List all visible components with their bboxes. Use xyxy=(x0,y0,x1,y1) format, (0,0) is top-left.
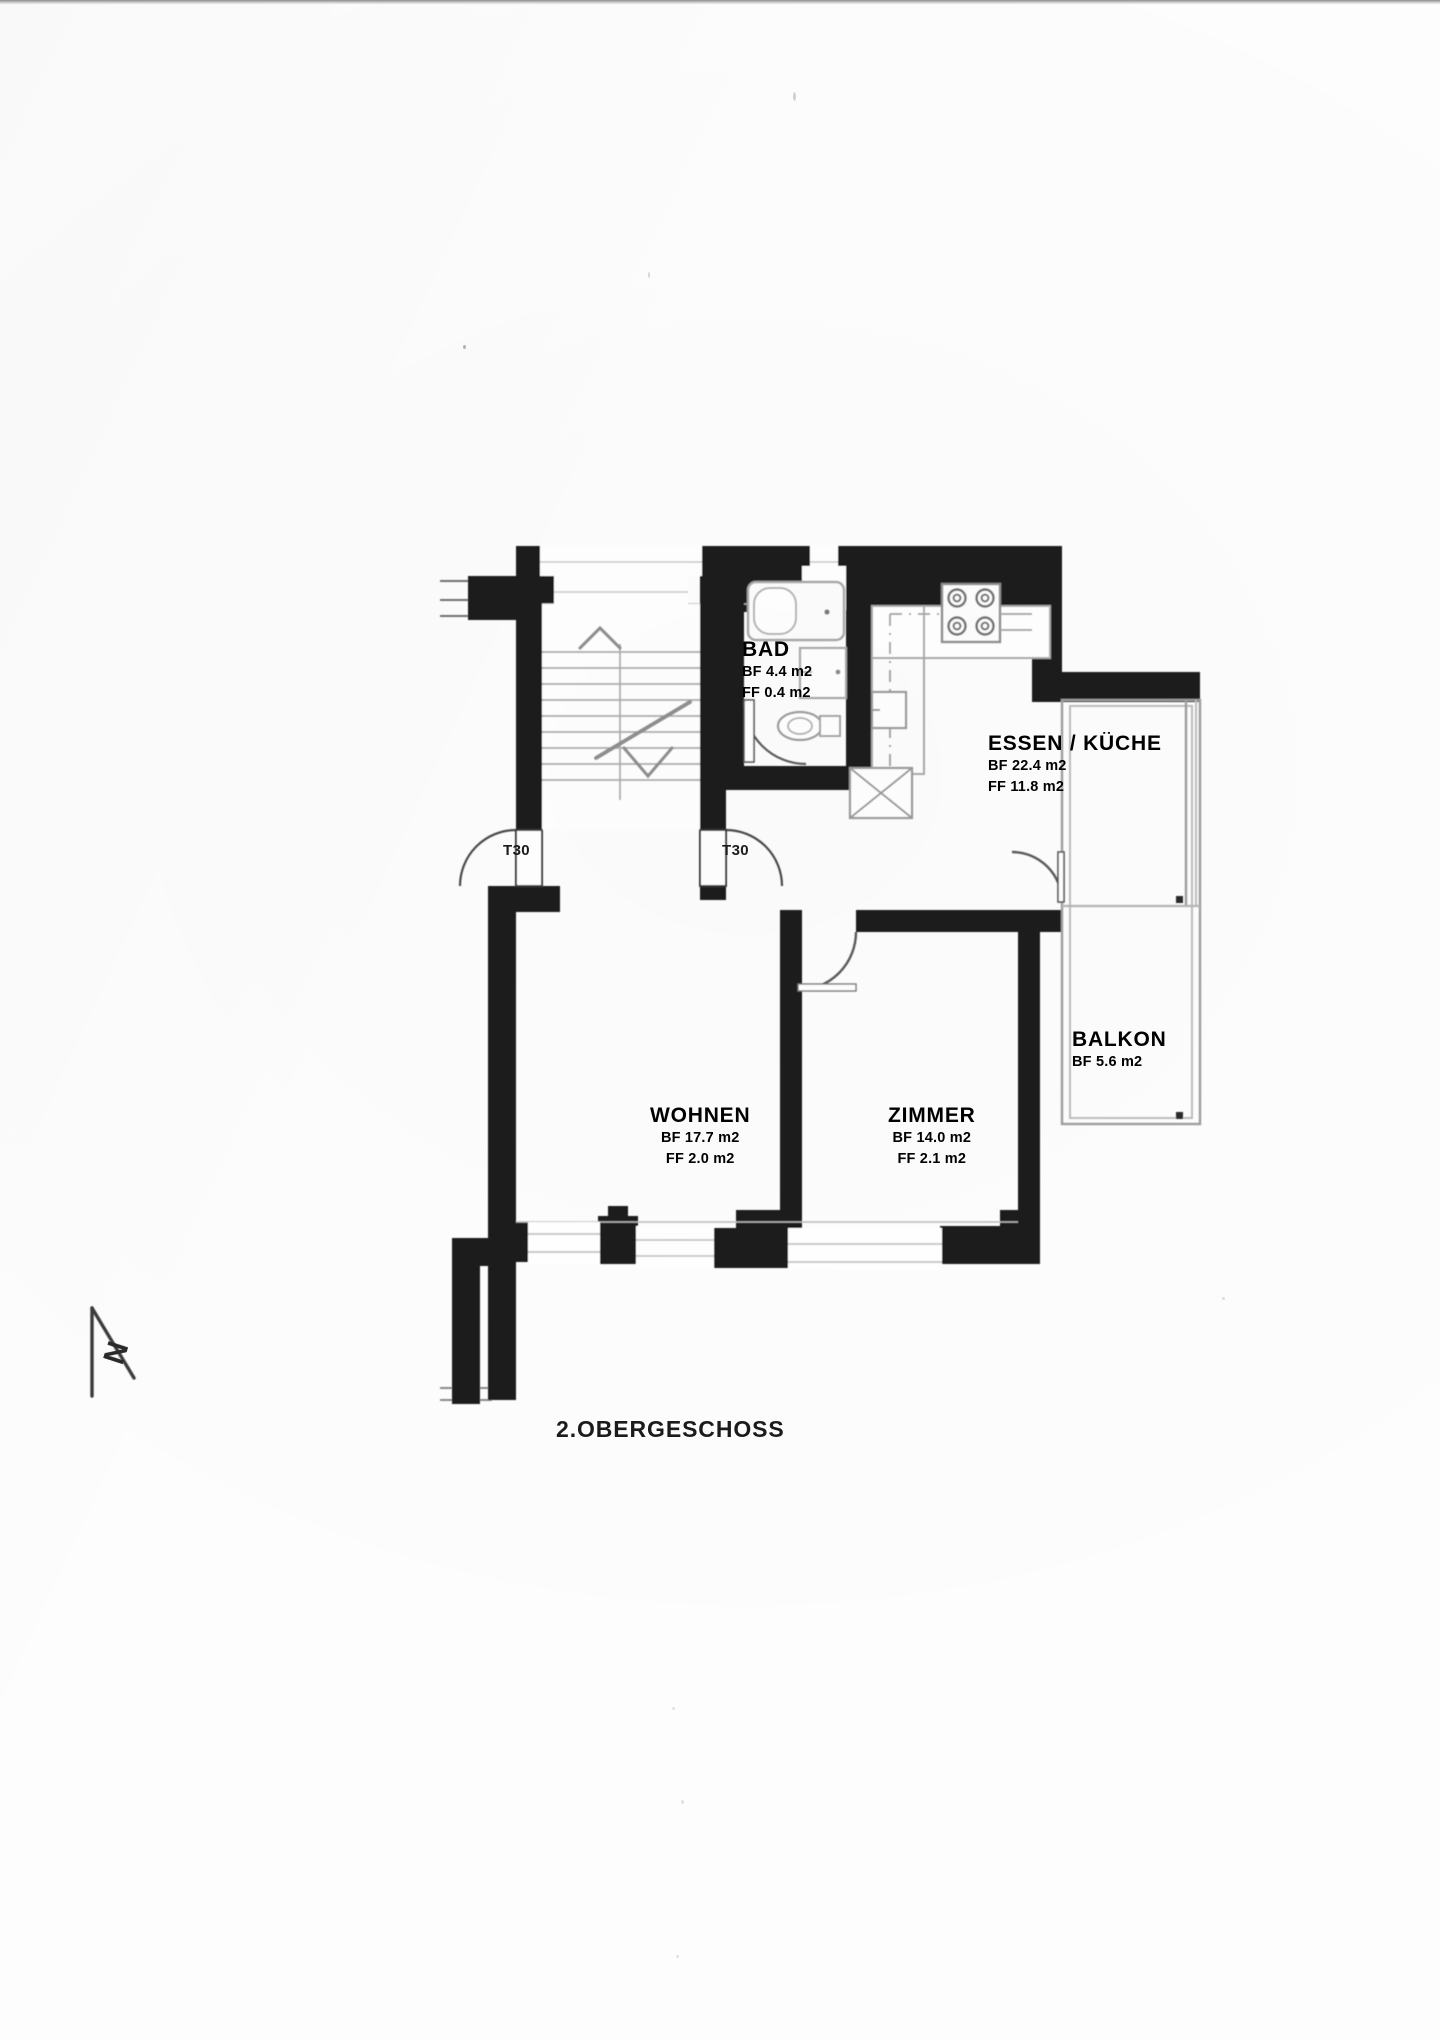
door-swing-t30-left xyxy=(458,828,517,887)
bathtub-icon xyxy=(746,580,846,642)
washbasin-icon xyxy=(798,646,848,700)
stair-up-arrow-icon xyxy=(578,625,622,650)
doors-t30 xyxy=(458,828,784,887)
north-arrow: N xyxy=(80,1300,150,1410)
toilet-icon xyxy=(776,710,841,742)
door-swing-t30-right xyxy=(725,828,784,887)
appliance-icon xyxy=(848,766,914,820)
stair-down-arrow-icon xyxy=(622,746,674,779)
room-label-balkon: BALKON BF 5.6 m2 xyxy=(1072,1028,1167,1073)
scan-speck xyxy=(463,345,466,349)
stove-icon xyxy=(940,582,1002,644)
scan-speck xyxy=(793,92,796,101)
room-ff: FF 2.1 m2 xyxy=(897,1151,967,1168)
room-label-zimmer: ZIMMER BF 14.0 m2 FF 2.1 m2 xyxy=(888,1104,976,1170)
door-tag-t30-right: T30 xyxy=(722,842,750,859)
room-bf: BF 5.6 m2 xyxy=(1072,1054,1143,1070)
kitchen-fixtures xyxy=(848,582,1051,820)
room-label-wohnen: WOHNEN BF 17.7 m2 FF 2.0 m2 xyxy=(650,1104,750,1170)
room-ff: FF 2.0 m2 xyxy=(665,1151,735,1168)
walls xyxy=(452,546,1200,1404)
scan-speck xyxy=(672,1707,675,1710)
room-bf: BF 17.7 m2 xyxy=(660,1130,740,1146)
scan-speck xyxy=(648,272,650,278)
room-name: ZIMMER xyxy=(888,1104,976,1127)
room-ff: FF 11.8 m2 xyxy=(988,779,1065,796)
bad-fixtures xyxy=(742,580,848,766)
balkon xyxy=(1011,698,1202,1126)
room-bf: BF 14.0 m2 xyxy=(892,1130,972,1146)
room-label-bad: BAD BF 4.4 m2 FF 0.4 m2 xyxy=(742,638,812,704)
room-name: BALKON xyxy=(1072,1028,1167,1051)
room-name: ESSEN / KÜCHE xyxy=(988,732,1162,755)
door-swing-zimmer xyxy=(797,931,858,992)
room-bf: BF 4.4 m2 xyxy=(742,664,813,680)
scan-speck xyxy=(1222,1297,1225,1300)
staircase xyxy=(542,604,700,830)
window-zimmer xyxy=(788,1228,942,1270)
door-tag-t30-left: T30 xyxy=(503,842,531,859)
window-wohnen-left xyxy=(528,1222,600,1264)
room-bf: BF 22.4 m2 xyxy=(988,758,1067,774)
room-label-essen-kueche: ESSEN / KÜCHE BF 22.4 m2 FF 11.8 m2 xyxy=(988,732,1162,798)
kitchen-sink-icon xyxy=(870,690,908,730)
scan-speck xyxy=(676,1955,679,1958)
window-stair xyxy=(540,546,702,608)
room-name: BAD xyxy=(742,638,790,661)
floor-title: 2.OBERGESCHOSS xyxy=(556,1416,785,1442)
window-wohnen-right xyxy=(636,1226,714,1268)
scan-top-edge xyxy=(0,0,1440,4)
door-zimmer xyxy=(797,931,858,992)
door-swing-balkon xyxy=(1011,850,1064,903)
room-ff: FF 0.4 m2 xyxy=(742,685,811,702)
scan-speck xyxy=(681,1800,684,1804)
room-name: WOHNEN xyxy=(650,1104,751,1127)
